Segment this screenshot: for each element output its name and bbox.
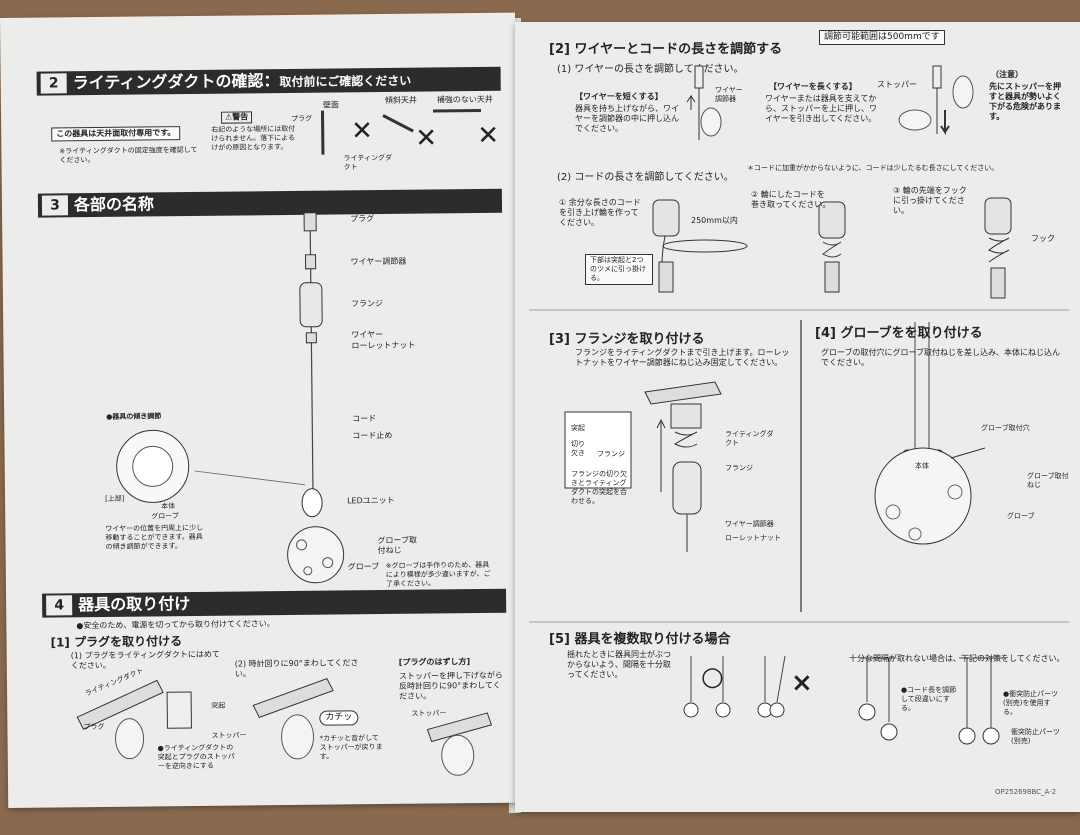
r2-range: 調節可能範囲は500mmです	[819, 30, 945, 45]
r5-text: 揺れたときに器具同士がぶつからないよう、間隔を十分取ってください。	[567, 650, 671, 679]
lengthen-text: ワイヤーまたは器具を支えてから、ストッパーを上に押し、ワイヤーを引き出してくださ…	[765, 94, 877, 123]
r2-sub2: (2) コードの長さを調節してください。	[557, 172, 734, 183]
r4-screw: グローブ取付ねじ	[1027, 472, 1069, 489]
cord-step3: ③ 輪の先端をフックに引っ掛けてください。	[893, 186, 967, 215]
hook-label: フック	[1031, 234, 1055, 243]
r3-title: [3] フランジを取り付ける	[549, 332, 705, 347]
r3-notch: 切り欠き	[571, 440, 585, 457]
r3-nut: ローレットナット	[725, 534, 781, 542]
r2-sub1: (1) ワイヤーの長さを調節してください。	[557, 64, 744, 75]
r4-hole: グローブ取付穴	[981, 424, 1030, 432]
caution-text: 先にストッパーを押すと器具が勢いよく下がる危険があります。	[989, 82, 1061, 121]
stopper-label-s4: ストッパー	[211, 731, 247, 740]
doc-code: OP252698BC_A-2	[995, 788, 1057, 796]
right-diagrams	[529, 65, 1069, 745]
r3-flange-inset: フランジ	[597, 450, 625, 458]
cord-step1-len: 250mm以内	[691, 216, 738, 225]
click-bubble: カチッ	[319, 710, 359, 726]
r5-part1: ●衝突防止パーツ(別売)を使用する。	[1003, 690, 1058, 716]
plug-diagrams	[76, 677, 493, 776]
r5-part2: 衝突防止パーツ(別売)	[1011, 728, 1060, 745]
r3-flange: フランジ	[725, 464, 753, 472]
stopper-label-remove: ストッパー	[411, 709, 447, 718]
stopper-label-r2: ストッパー	[877, 80, 917, 89]
r3-inset-note: フランジの切り欠きとライティングダクトの突起を合わせる。	[571, 470, 627, 505]
shorten-title: 【ワイヤーを短くする】	[575, 92, 663, 101]
lengthen-title: 【ワイヤーを長くする】	[769, 82, 857, 91]
align-note: ●ライティングダクトの突起とプラグのストッパーを逆向きにする	[157, 743, 235, 771]
caution-title: （注意）	[991, 70, 1023, 79]
cord-step1-hook: 下部は突起と2つのツメに引っ掛ける。	[585, 254, 653, 285]
r3-protrusion: 突起	[571, 424, 585, 432]
r4-body: 本体	[915, 462, 929, 470]
r3-text: フランジをライティングダクトまで引き上げます。ローレットナットをワイヤー調節器に…	[575, 348, 790, 367]
r4-title: [4] グローブをを取り付ける	[815, 326, 983, 341]
parts-diagram	[116, 212, 345, 584]
r2-title: [2] ワイヤーとコードの長さを調節する	[549, 42, 783, 57]
r2-sub2-note: ＊コードに加重がかからないように、コードは少したるむ長さにしてください。	[747, 164, 999, 172]
click-note: *カチッと音がしてストッパーが戻ります。	[319, 734, 383, 761]
adjuster-label-r2: ワイヤー調節器	[715, 86, 743, 103]
cord-step2: ② 輪にしたコードを巻き取ってください。	[751, 190, 831, 209]
plug-label-s4: プラグ	[83, 722, 105, 732]
r5-cord-note: ●コード長を調節して段違いにする。	[901, 686, 957, 712]
ok-mark: ○	[701, 662, 724, 692]
r4-text: グローブの取付穴にグローブ取付ねじを差し込み、本体にねじ込んでください。	[821, 348, 1061, 367]
protrusion-label-s4: 突起	[211, 701, 226, 710]
r5-right-text: 十分な間隔が取れない場合は、下記の対策をしてください。	[849, 654, 1065, 663]
right-page: [2] ワイヤーとコードの長さを調節する 調節可能範囲は500mmです (1) …	[515, 22, 1080, 812]
r5-title: [5] 器具を複数取り付ける場合	[549, 632, 731, 647]
r4-globe: グローブ	[1007, 512, 1035, 520]
multi-ok	[683, 656, 731, 718]
r3-duct: ライティングダクト	[725, 430, 774, 447]
ng-mark-multi: ×	[791, 668, 813, 698]
r3-adjuster: ワイヤー調節器	[725, 520, 774, 528]
multi-ng	[757, 655, 786, 718]
shorten-text: 器具を持ち上げながら、ワイヤーを調節器の中に押し込んでください。	[575, 104, 679, 133]
cord-step1: ① 余分な長さのコードを引き上げ輪を作ってください。	[559, 198, 641, 227]
